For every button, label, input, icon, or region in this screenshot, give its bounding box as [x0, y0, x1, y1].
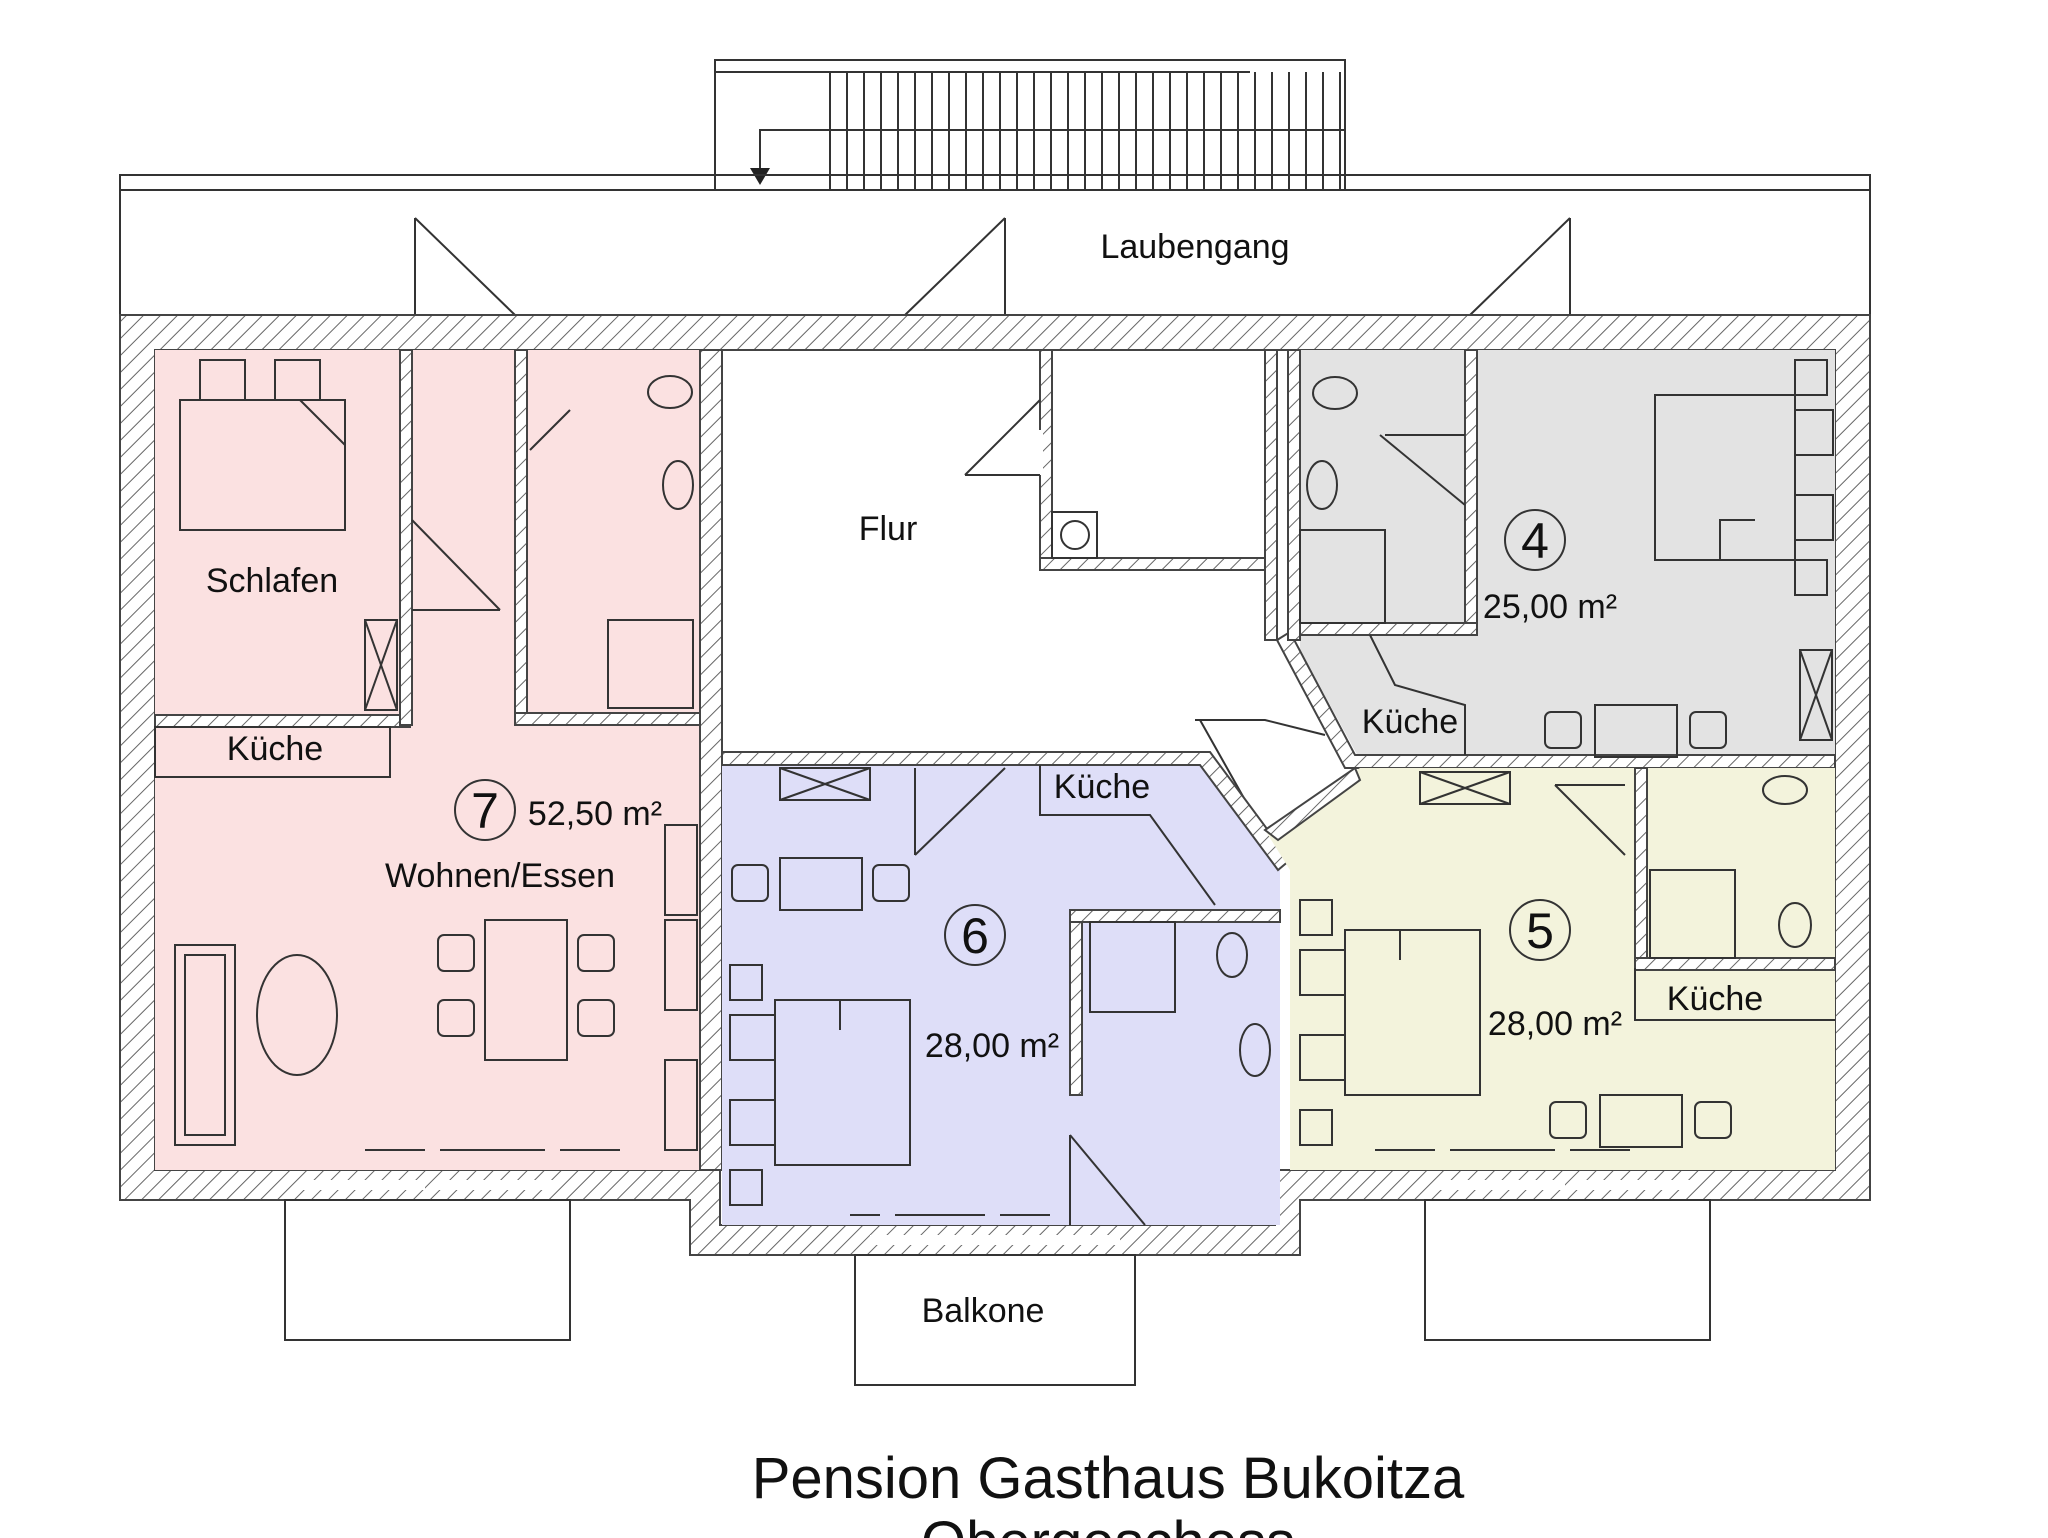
- plan-subtitle: Obergeschoss: [921, 1510, 1295, 1538]
- flur-area: [964, 349, 1326, 801]
- label-kueche-6: Küche: [1054, 768, 1150, 806]
- staircase: [714, 59, 1346, 191]
- unit-4-number: 4: [1521, 513, 1549, 569]
- unit-5: [1263, 766, 1836, 1170]
- laubengang-area: [119, 174, 1871, 316]
- label-schlafen: Schlafen: [206, 562, 338, 600]
- label-kueche-5: Küche: [1667, 980, 1763, 1018]
- unit-4: [1275, 349, 1836, 769]
- unit-7: [154, 349, 723, 1171]
- label-kueche-4: Küche: [1362, 703, 1458, 741]
- label-balkone: Balkone: [922, 1292, 1045, 1330]
- label-kueche-7: Küche: [227, 730, 323, 768]
- unit-5-number: 5: [1526, 903, 1554, 959]
- unit-5-area: 28,00 m²: [1488, 1005, 1622, 1043]
- unit-6-number: 6: [961, 908, 989, 964]
- unit-4-area: 25,00 m²: [1483, 588, 1617, 626]
- unit-5-marker: 5 28,00 m²: [1488, 899, 1622, 1043]
- unit-6-area: 28,00 m²: [925, 1027, 1059, 1065]
- unit-6: [721, 751, 1292, 1226]
- balconies: [284, 1180, 1711, 1386]
- unit-4-marker: 4 25,00 m²: [1483, 509, 1617, 626]
- label-flur: Flur: [859, 510, 918, 548]
- unit-7-number: 7: [471, 783, 499, 839]
- unit-6-marker: 6 28,00 m²: [925, 904, 1059, 1065]
- unit-7-area: 52,50 m²: [528, 795, 662, 833]
- plan-title: Pension Gasthaus Bukoitza: [752, 1446, 1465, 1511]
- unit-7-marker: 7 52,50 m²: [454, 779, 662, 841]
- label-laubengang: Laubengang: [1100, 228, 1289, 266]
- label-wohnen-essen: Wohnen/Essen: [385, 857, 615, 895]
